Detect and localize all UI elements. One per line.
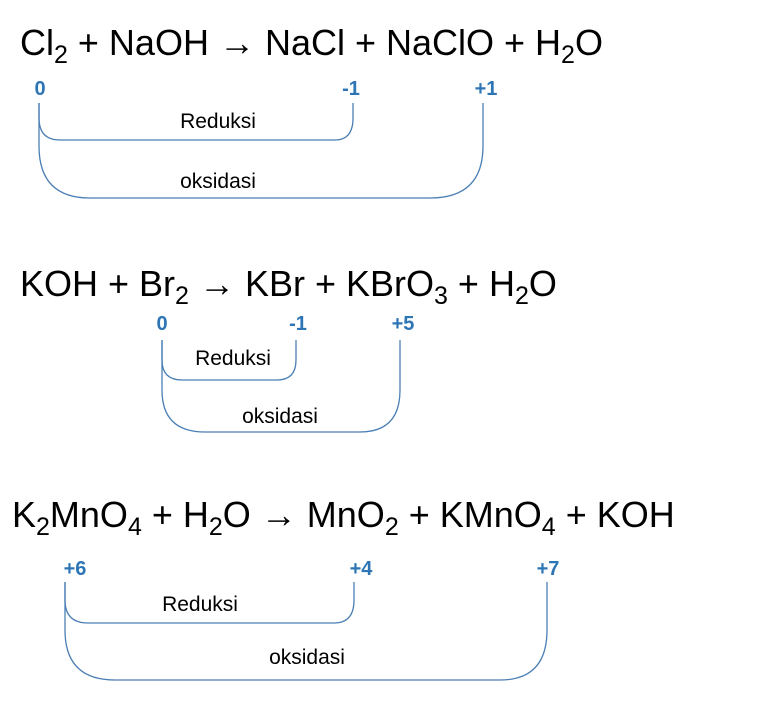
subscript: 4: [127, 513, 142, 541]
subscript: 2: [54, 41, 68, 69]
subscript: 3: [434, 282, 448, 310]
reduction-bracket: [161, 340, 297, 381]
reduction-bracket: [64, 582, 355, 624]
formula-text: O → MnO: [222, 494, 385, 535]
reduction-label: Reduksi: [180, 110, 256, 133]
oxidation-bracket: [161, 340, 401, 433]
oxidation-state-reduced-product: -1: [342, 78, 360, 100]
oxidation-label: oksidasi: [180, 170, 256, 193]
formula-text: K: [12, 494, 37, 535]
subscript: 2: [175, 282, 189, 310]
subscript: 2: [384, 513, 399, 541]
oxidation-bracket: [64, 582, 548, 681]
oxidation-label: oksidasi: [242, 405, 318, 428]
oxidation-bracket: [38, 103, 484, 199]
formula-text: + NaOH → NaCl + NaClO + H: [67, 22, 562, 63]
reduction-label: Reduksi: [162, 593, 238, 616]
formula-text: O: [574, 22, 603, 63]
formula-text: MnO: [49, 494, 128, 535]
subscript: 2: [561, 41, 575, 69]
subscript: 2: [514, 282, 529, 310]
equation-1: Cl2 + NaOH → NaCl + NaClO + H2O: [20, 21, 603, 68]
reduction-label: Reduksi: [195, 347, 271, 370]
oxidation-state-reactant: 0: [156, 313, 168, 335]
oxidation-state-oxidized-product: +7: [536, 558, 560, 580]
equation-2: KOH + Br2 → KBr + KBrO3 + H2O: [20, 262, 557, 309]
subscript: 2: [208, 513, 223, 541]
formula-text: + KOH: [555, 494, 675, 535]
formula-text: Cl: [20, 22, 54, 63]
oxidation-state-oxidized-product: +5: [391, 313, 415, 335]
oxidation-state-reactant: +6: [63, 558, 87, 580]
oxidation-state-reduced-product: -1: [289, 313, 307, 335]
formula-text: KOH + Br: [20, 263, 176, 304]
formula-text: O: [528, 263, 557, 304]
formula-text: + H: [141, 494, 209, 535]
oxidation-label: oksidasi: [269, 646, 345, 669]
oxidation-state-oxidized-product: +1: [474, 78, 498, 100]
subscript: 2: [36, 513, 50, 541]
oxidation-state-reactant: 0: [34, 78, 46, 100]
reduction-bracket: [38, 103, 354, 141]
oxidation-state-reduced-product: +4: [349, 558, 373, 580]
subscript: 4: [541, 513, 556, 541]
formula-text: + KMnO: [398, 494, 542, 535]
equation-3: K2MnO4 + H2O → MnO2 + KMnO4 + KOH: [12, 493, 675, 540]
formula-text: + H: [447, 263, 515, 304]
formula-text: → KBr + KBrO: [188, 263, 435, 304]
